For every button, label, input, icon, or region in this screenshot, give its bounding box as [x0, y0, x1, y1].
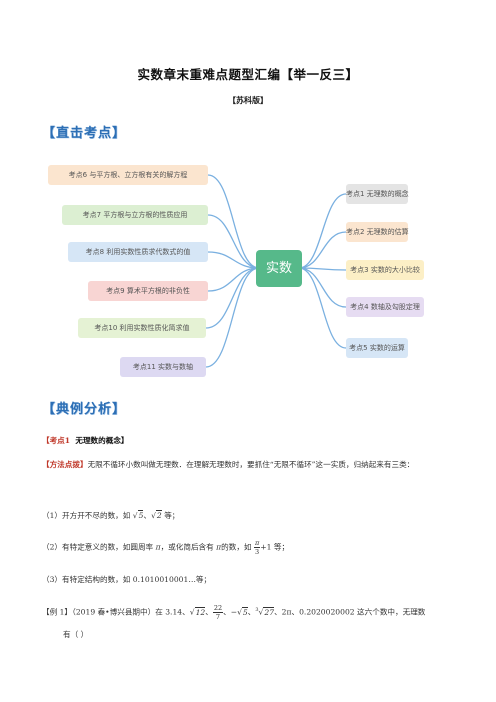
- document-title: 实数章末重难点题型汇编【举一反三】: [137, 67, 359, 82]
- plus-one: +1: [260, 542, 272, 552]
- mindmap-node-left-2: 考点7 平方根与立方根的性质应用: [62, 205, 208, 225]
- mindmap-connector-right-4: [298, 267, 347, 308]
- item-2-suffix: 等；: [273, 542, 290, 552]
- mindmap-connector-left-3: [207, 251, 260, 269]
- mindmap-connector-right-2: [298, 231, 347, 269]
- separator: 、: [247, 607, 256, 617]
- point-heading: 【考点1 无理数的概念】: [42, 434, 462, 447]
- mindmap-node-left-5: 考点10 利用实数性质化简求值: [78, 318, 206, 338]
- mindmap-node-left-3: 考点8 利用实数性质求代数式的值: [68, 242, 208, 262]
- pi-symbol: π: [216, 542, 222, 552]
- separator: 、: [143, 511, 152, 520]
- mindmap-node-right-1: 考点1 无理数的概念: [346, 184, 409, 204]
- sqrt-symbol: √: [258, 607, 264, 617]
- point-number: 1: [64, 436, 71, 445]
- method-text: 无限不循环小数叫做无理数．在理解无理数时，要抓住“无限不循环”这一实质，归纳起来…: [87, 460, 415, 469]
- sqrt-symbol: √: [189, 607, 195, 617]
- mindmap-connector-right-5: [298, 267, 347, 349]
- fraction-denominator: 3: [255, 548, 260, 556]
- sqrt-symbol: √: [132, 511, 138, 520]
- point-title: 无理数的概念】: [75, 436, 129, 445]
- mindmap-center-node: 实数: [256, 250, 302, 287]
- mindmap-node-left-1: 考点6 与平方根、立方根有关的解方程: [48, 165, 208, 185]
- cube-root-index: 3: [255, 607, 259, 613]
- sqrt-symbol: √: [237, 607, 242, 617]
- item-2-middle: ，或化简后含有: [160, 542, 214, 552]
- mindmap-node-left-6: 考点11 实数与数轴: [120, 357, 206, 377]
- document-subtitle: 【苏科版】: [228, 96, 268, 105]
- sqrt-12: 12: [194, 606, 206, 617]
- sqrt-5: 5: [241, 606, 248, 617]
- mindmap-node-right-5: 考点5 实数的运算: [346, 338, 408, 358]
- example-1-line-2: 有（ ）: [63, 630, 89, 639]
- item-1: （1）开方开不尽的数，如 √5、√2 等；: [42, 509, 462, 522]
- example-source: （2019 春•博兴县期中）在 3.14、: [72, 607, 190, 617]
- sqrt-2: 2: [155, 510, 162, 520]
- mindmap-node-right-3: 考点3 实数的大小比较: [346, 260, 424, 280]
- separator: 、: [223, 607, 231, 617]
- section-heading-analysis: 【典例分析】: [42, 402, 127, 417]
- minus-sign: −: [230, 607, 238, 617]
- mindmap-connector-right-1: [298, 193, 347, 269]
- mindmap-connector-left-2: [207, 214, 260, 269]
- mindmap-connector-left-6: [205, 267, 260, 368]
- section-heading-direct: 【直击考点】: [42, 126, 127, 141]
- fraction-denominator: 7: [215, 613, 221, 622]
- cube-root-27: 27: [263, 606, 275, 617]
- mindmap-node-left-4: 考点9 算术平方根的非负性: [88, 281, 208, 301]
- item-1-suffix: 等；: [164, 511, 180, 520]
- item-2-middle2: 的数，如: [221, 542, 252, 552]
- fraction-numerator: 22: [212, 604, 224, 614]
- sqrt-symbol: √: [151, 511, 156, 520]
- item-2-prefix: （2）有特定意义的数，如圆周率: [42, 542, 154, 552]
- method-paragraph: 【方法点拨】无限不循环小数叫做无理数．在理解无理数时，要抓住“无限不循环”这一实…: [42, 458, 462, 471]
- pi-symbol: π: [155, 542, 161, 552]
- sqrt-5: 5: [137, 510, 144, 520]
- mindmap-connector-left-5: [205, 267, 260, 329]
- separator: 、: [205, 607, 213, 617]
- method-tag: 【方法点拨】: [42, 460, 88, 469]
- example-tag: 【例 1】: [42, 607, 73, 617]
- point-tag: 【考点: [42, 436, 65, 445]
- item-1-prefix: （1）开方开不尽的数，如: [42, 511, 131, 520]
- item-3: （3）有特定结构的数，如 0.1010010001…等；: [42, 575, 212, 584]
- mindmap-node-right-2: 考点2 无理数的估算: [346, 222, 409, 242]
- mindmap-node-right-4: 考点4 数轴及勾股定理: [346, 297, 424, 317]
- fraction-numerator: π: [253, 539, 261, 548]
- mindmap-connector-left-1: [207, 174, 260, 269]
- example-tail: 、2π、0.2020020002 这六个数中，无理数: [274, 607, 426, 617]
